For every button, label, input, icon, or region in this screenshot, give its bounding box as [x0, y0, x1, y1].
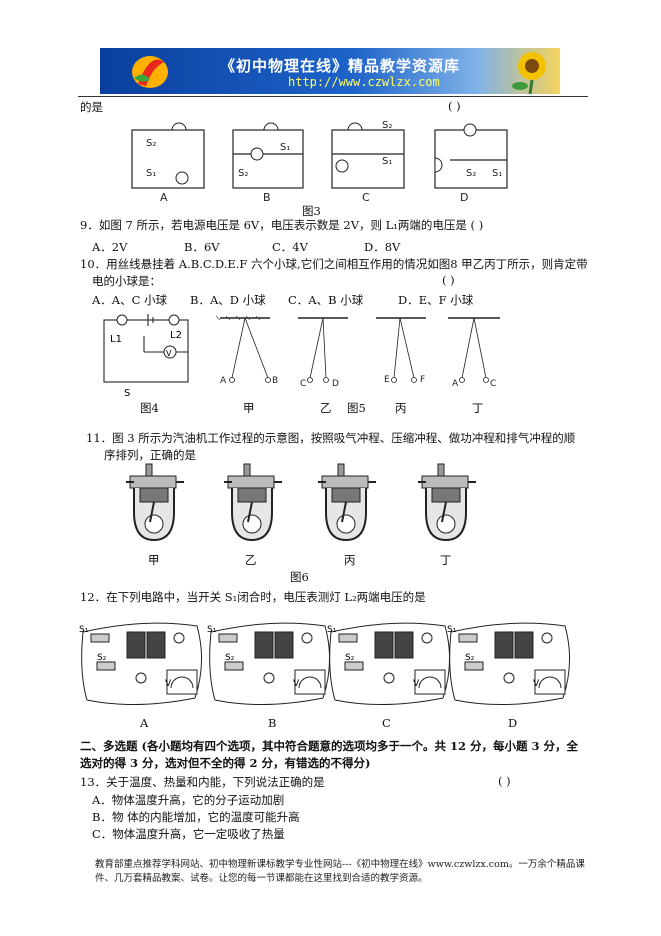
sunflower-icon	[512, 52, 546, 94]
switch-label: S₁	[280, 142, 290, 153]
q12-label-c: C	[382, 716, 391, 730]
switch-label: S₂	[382, 120, 392, 131]
q13-answer-paren: ( )	[498, 774, 511, 788]
ball-label: D	[332, 379, 339, 389]
engine-label: 甲	[148, 553, 160, 567]
fig5-panel-label: 甲	[243, 401, 255, 415]
engine-label: 丁	[440, 553, 452, 567]
q10-text-line1: 10．用丝线悬挂着 A.B.C.D.E.F 六个小球,它们之间相互作用的情况如图…	[80, 257, 588, 271]
switch-label: S₂	[238, 168, 248, 179]
ball-label: A	[452, 379, 459, 389]
voltmeter-label: V	[166, 349, 172, 358]
figure3-caption: 图3	[302, 204, 321, 218]
q10-option-d: D．E、F 小球	[398, 293, 474, 307]
ball-label: B	[272, 376, 278, 386]
figure4-circuit: L1 L2 S V	[103, 314, 189, 398]
ball-label: C	[490, 379, 496, 389]
circuit-label-d: D	[460, 191, 468, 204]
figure6-caption: 图6	[290, 570, 309, 584]
figure3-circuits: S₂ S₁ S₁ S₂ S₂ S₁ S₂ S₁ A B C D	[131, 120, 508, 204]
q11-text-line2: 序排列，正确的是	[104, 448, 196, 462]
engine-label: 丙	[344, 553, 356, 567]
q8-answer-paren: ( )	[448, 99, 461, 113]
fig5-panel-label: 丙	[395, 401, 407, 415]
switch-label: S₁	[382, 156, 392, 167]
q13-text: 13．关于温度、热量和内能，下列说法正确的是	[80, 775, 325, 789]
figure6-engines	[125, 463, 477, 541]
circuit-label-c: C	[362, 191, 370, 204]
engine-label: 乙	[245, 553, 257, 567]
q9-text: 9．如图 7 所示，若电源电压是 6V，电压表示数是 2V，则 L₁两端的电压是…	[80, 218, 484, 232]
q10-option-b: B．A、D 小球	[190, 293, 266, 307]
banner-title: 《初中物理在线》精品教学资源库	[220, 57, 461, 75]
q8-tail-text: 的是	[80, 100, 103, 114]
q11-text-line1: 11．图 3 所示为汽油机工作过程的示意图，按照吸气冲程、压缩冲程、做功冲程和排…	[86, 431, 576, 445]
footer-text: 教育部重点推荐学科网站、初中物理新课标教学专业性网站---《初中物理在线》www…	[95, 859, 585, 884]
switch-label: S₁	[146, 168, 156, 179]
figure5-caption: 图5	[347, 401, 366, 415]
section2-heading-line2: 选对的得 3 分，选对但不全的得 2 分，有错选的不得分)	[80, 756, 371, 770]
ball-label: E	[384, 375, 390, 385]
q9-option-b: B．6V	[184, 240, 220, 254]
q10-text-line2: 电的小球是：	[92, 274, 161, 288]
figure5-balls: A B C D E F A C	[215, 315, 500, 389]
header-rule	[78, 96, 588, 97]
q12-text: 12．在下列电路中，当开关 S₁闭合时，电压表测灯 L₂两端电压的是	[80, 590, 426, 604]
q12-label-b: B	[268, 716, 277, 730]
banner-url[interactable]: http://www.czwlzx.com	[288, 75, 440, 89]
circuit-label-b: B	[263, 191, 271, 204]
q9-option-c: C．4V	[272, 240, 308, 254]
q10-answer-paren: ( )	[442, 273, 455, 287]
q10-option-c: C．A、B 小球	[288, 293, 364, 307]
ball-label: A	[220, 376, 227, 386]
switch-label: S₁	[492, 168, 502, 179]
q13-option-b: B．物 体的内能增加，它的温度可能升高	[92, 810, 300, 824]
header-banner: 《初中物理在线》精品教学资源库 http://www.czwlzx.com	[100, 48, 560, 94]
circuit-label-a: A	[160, 191, 168, 204]
logo-icon	[132, 56, 168, 88]
q9-option-a: A．2V	[92, 240, 128, 254]
ball-label: C	[300, 379, 306, 389]
switch-label: S	[124, 388, 130, 398]
lamp-label: L2	[170, 330, 182, 341]
q12-label-d: D	[508, 716, 518, 730]
q12-label-a: A	[140, 716, 149, 730]
q9-option-d: D．8V	[364, 240, 401, 254]
switch-label: S₂	[146, 138, 156, 149]
switch-label: S₂	[466, 168, 476, 179]
q13-option-a: A．物体温度升高，它的分子运动加剧	[92, 793, 285, 807]
q10-option-a: A．A、C 小球	[92, 293, 168, 307]
ball-label: F	[420, 375, 425, 385]
fig5-panel-label: 乙	[320, 401, 332, 415]
fig5-panel-label: 丁	[472, 401, 484, 415]
section2-heading-line1: 二、多选题 (各小题均有四个选项，其中符合题意的选项均多于一个。共 12 分，每…	[80, 739, 578, 753]
lamp-label: L1	[110, 334, 122, 345]
q13-option-c: C．物体温度升高，它一定吸收了热量	[92, 827, 285, 841]
figure4-caption: 图4	[140, 401, 159, 415]
